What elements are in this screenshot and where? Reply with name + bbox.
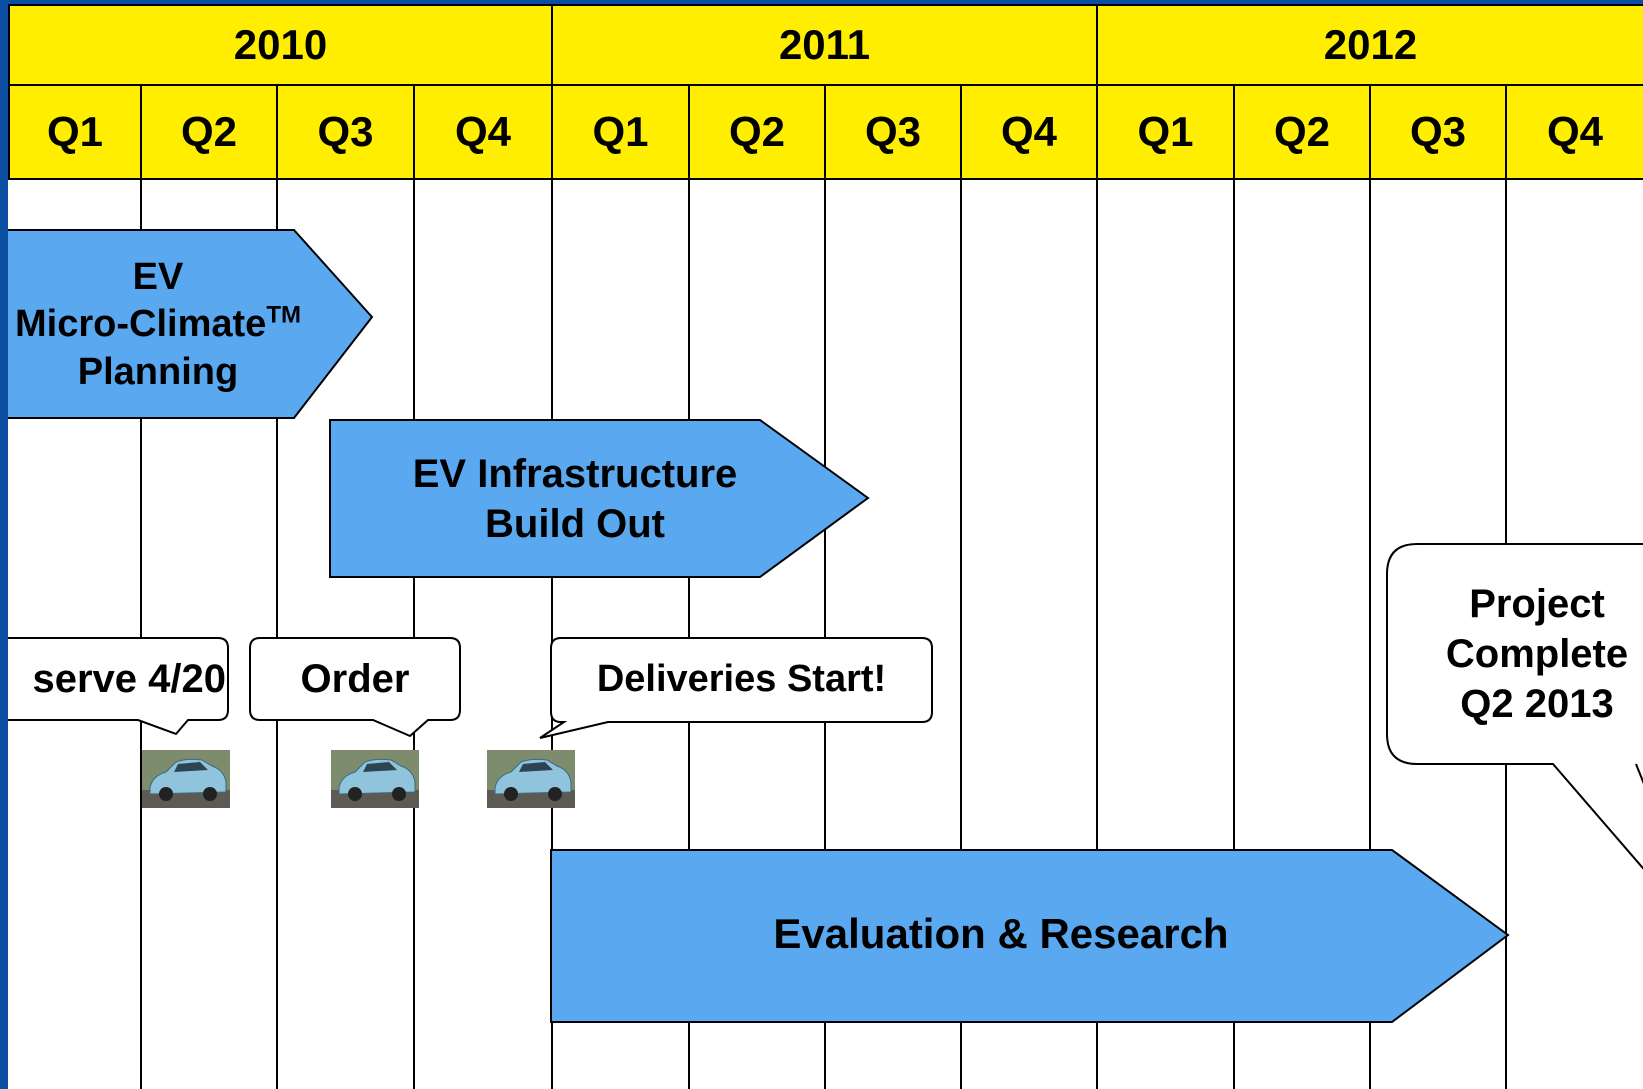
- research-phase-arrow: [550, 849, 1510, 1023]
- planning-title: Micro-Climate: [15, 303, 267, 346]
- research-label: Evaluation & Research: [773, 909, 1229, 957]
- quarter-2012-q1: Q1: [1096, 84, 1235, 180]
- quarter-label: Q4: [1000, 108, 1058, 155]
- complete-line-1: Project: [1469, 582, 1605, 626]
- deliveries-callout-label: Deliveries Start!: [551, 640, 932, 720]
- grid-line: [413, 180, 415, 1089]
- car-photo-icon: [142, 750, 230, 808]
- trademark-mark: TM: [266, 301, 301, 329]
- quarter-2010-q3: Q3: [276, 84, 415, 180]
- quarter-2012-q4: Q4: [1505, 84, 1643, 180]
- build-out-line-2: Build Out: [485, 502, 665, 546]
- grid-line: [276, 180, 278, 1089]
- quarter-label: Q2: [180, 108, 238, 155]
- quarter-2010-q2: Q2: [140, 84, 278, 180]
- year-label: 2010: [233, 21, 328, 68]
- deliveries-callout-bubble: [539, 637, 933, 739]
- grid-line: [688, 180, 690, 1089]
- quarter-label: Q1: [592, 108, 649, 155]
- quarter-2010-q4: Q4: [413, 84, 553, 180]
- complete-line-3: Q2 2013: [1460, 682, 1614, 726]
- quarter-label: Q2: [728, 108, 786, 155]
- complete-callout-label: Project Complete Q2 2013: [1387, 564, 1643, 744]
- planning-phase-arrow: [8, 229, 374, 419]
- quarter-label: Q1: [1137, 108, 1194, 155]
- reserve-text: serve 4/20: [32, 657, 226, 701]
- grid-line: [824, 180, 826, 1089]
- deliveries-text: Deliveries Start!: [596, 658, 887, 701]
- grid-line: [960, 180, 962, 1089]
- year-2010-header: 2010: [8, 4, 553, 86]
- grid-line: [1369, 180, 1371, 1089]
- order-text: Order: [300, 657, 410, 701]
- grid-line: [1233, 180, 1235, 1089]
- grid-line: [140, 180, 142, 1089]
- shapes-layer: [8, 229, 1643, 1023]
- quarter-label: Q1: [46, 108, 104, 155]
- order-callout-bubble: [249, 637, 461, 738]
- quarter-label: Q3: [864, 108, 922, 155]
- planning-line-2: Micro-ClimateTM: [15, 301, 301, 349]
- quarter-2011-q1: Q1: [551, 84, 690, 180]
- quarter-label: Q3: [1409, 108, 1467, 155]
- complete-pointer-line: [1635, 763, 1643, 785]
- grid-line: [551, 180, 553, 1089]
- car-photo-icon: [487, 750, 575, 808]
- year-label: 2012: [1323, 21, 1418, 68]
- grid-line: [1096, 180, 1098, 1089]
- planning-line-3: Planning: [77, 350, 239, 393]
- planning-phase-label: EV Micro-ClimateTM Planning: [8, 240, 328, 410]
- order-callout-label: Order: [250, 640, 460, 718]
- quarter-label: Q4: [1546, 108, 1604, 155]
- research-phase-label: Evaluation & Research: [551, 884, 1451, 984]
- complete-line-2: Complete: [1445, 632, 1629, 676]
- quarter-2011-q3: Q3: [824, 84, 962, 180]
- timeline-board: 2010 2011 2012 Q1 Q2 Q3 Q4 Q1 Q2 Q3 Q4 Q…: [8, 4, 1643, 1089]
- complete-callout-bubble: [1386, 543, 1643, 870]
- quarter-label: Q2: [1273, 108, 1331, 155]
- quarter-2012-q3: Q3: [1369, 84, 1507, 180]
- planning-line-1: EV: [132, 255, 184, 298]
- build-out-phase-label: EV Infrastructure Build Out: [330, 434, 820, 564]
- build-out-phase-arrow: [329, 419, 870, 578]
- year-label: 2011: [778, 21, 871, 68]
- reserve-callout-bubble: [8, 637, 229, 736]
- quarter-label: Q3: [317, 108, 374, 155]
- build-out-line-1: EV Infrastructure: [412, 452, 738, 496]
- quarter-2011-q4: Q4: [960, 84, 1098, 180]
- quarter-2011-q2: Q2: [688, 84, 826, 180]
- reserve-callout-label: serve 4/20: [8, 640, 226, 718]
- car-photo-icon: [331, 750, 419, 808]
- quarter-label: Q4: [454, 108, 512, 155]
- quarter-2012-q2: Q2: [1233, 84, 1371, 180]
- quarter-2010-q1: Q1: [8, 84, 142, 180]
